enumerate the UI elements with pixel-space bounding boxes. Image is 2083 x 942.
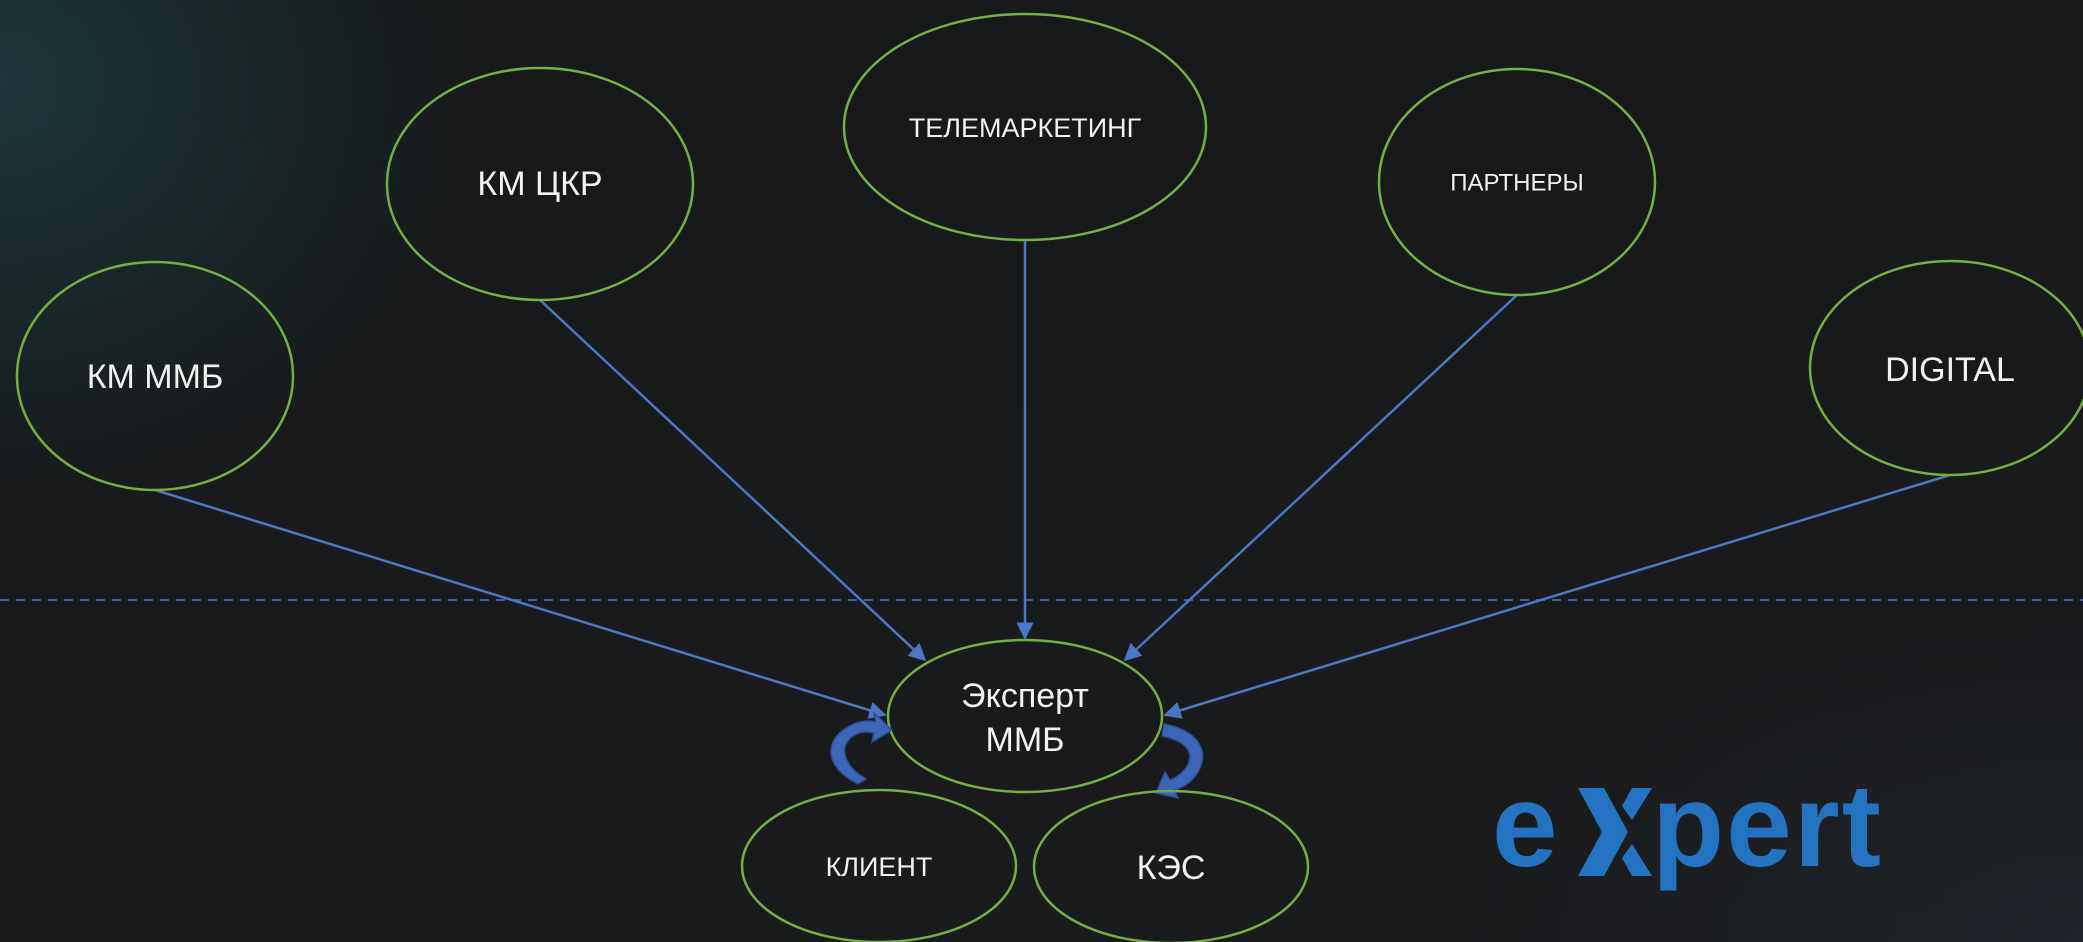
- node-expert-mmb-outline: [886, 638, 1164, 794]
- curved-arrow-left-icon: [830, 710, 894, 785]
- node-client: КЛИЕНТ: [740, 788, 1018, 942]
- node-kes-outline: [1032, 789, 1310, 942]
- node-km-ckr-label: КМ ЦКР: [477, 165, 602, 203]
- node-telemarketing-outline: [842, 12, 1208, 242]
- node-km-mmb-label: КМ ММБ: [87, 358, 224, 396]
- node-telemarketing: ТЕЛЕМАРКЕТИНГ: [842, 12, 1208, 242]
- node-kes-label: КЭС: [1137, 849, 1206, 887]
- node-km-mmb-outline: [15, 260, 295, 492]
- node-digital: DIGITAL: [1808, 259, 2083, 477]
- node-kes: КЭС: [1032, 789, 1310, 942]
- expert-logo: e pert: [1492, 770, 1883, 892]
- connector-km-ckr-to-expert: [539, 299, 927, 662]
- logo-suffix: pert: [1652, 770, 1883, 892]
- node-km-ckr-outline: [385, 66, 695, 302]
- node-partners-outline: [1377, 67, 1657, 297]
- node-km-mmb: КМ ММБ: [15, 260, 295, 492]
- node-partners: ПАРТНЕРЫ: [1377, 67, 1657, 297]
- node-digital-outline: [1808, 259, 2083, 477]
- node-km-ckr: КМ ЦКР: [385, 66, 695, 302]
- connector-digital-to-expert: [1163, 473, 1951, 719]
- node-client-outline: [740, 788, 1018, 942]
- curved-arrow-right-icon: [1154, 723, 1204, 800]
- node-expert-mmb-label-line1: Эксперт: [961, 677, 1089, 715]
- node-digital-label: DIGITAL: [1885, 351, 2015, 389]
- logo-prefix: e: [1492, 770, 1560, 892]
- node-client-label: КЛИЕНТ: [826, 852, 933, 882]
- node-expert-mmb-label-line2: ММБ: [986, 721, 1065, 759]
- connector-km-mmb-to-expert: [154, 488, 887, 719]
- connector-partners-to-expert: [1123, 294, 1518, 662]
- node-expert-mmb: Эксперт ММБ: [886, 638, 1164, 794]
- node-telemarketing-label: ТЕЛЕМАРКЕТИНГ: [909, 113, 1142, 143]
- logo-x-mark: [1578, 788, 1652, 876]
- node-partners-label: ПАРТНЕРЫ: [1450, 170, 1583, 197]
